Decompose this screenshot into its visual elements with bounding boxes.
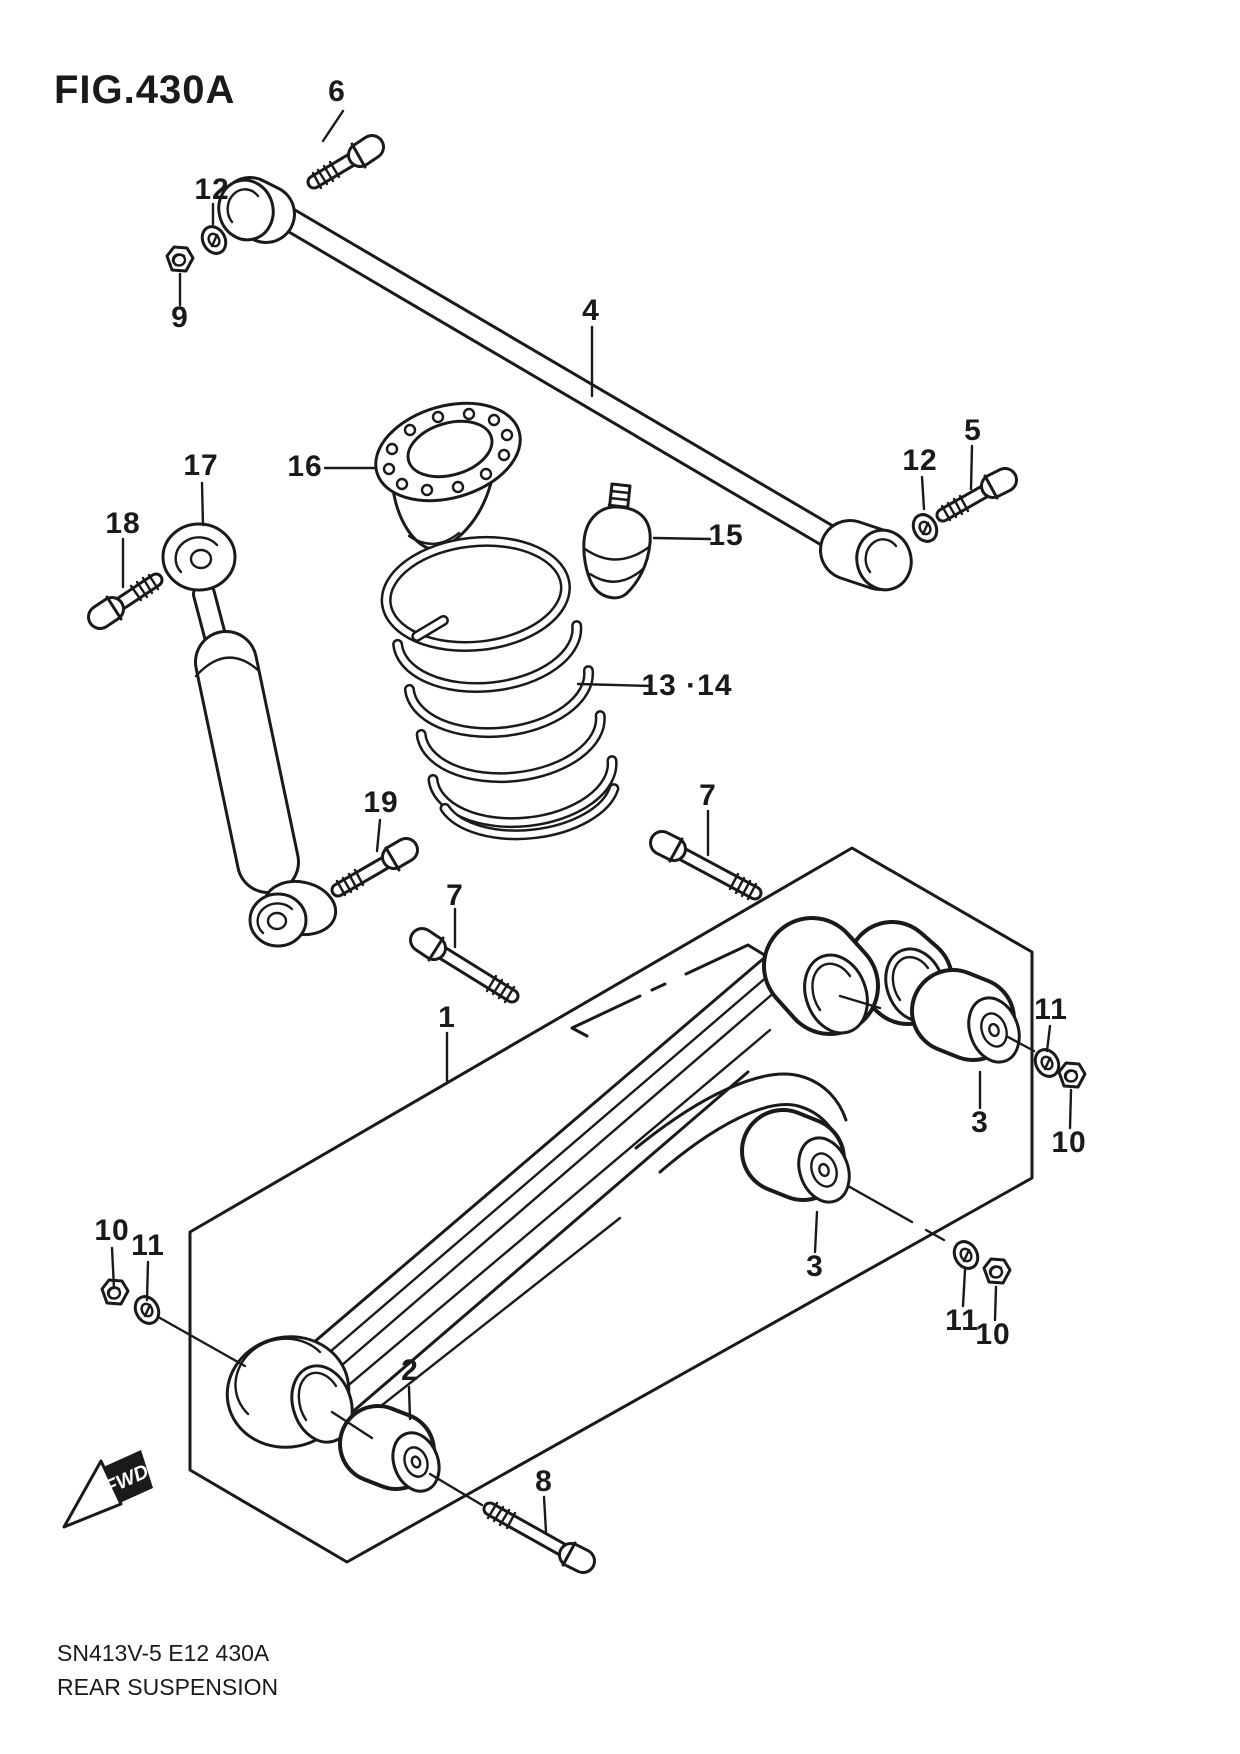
callout-16: 16 [287,450,323,483]
callout-9: 9 [171,301,189,334]
callout-10-left: 10 [94,1214,130,1247]
drawing-title: REAR SUSPENSION [57,1674,279,1700]
bolt-19 [330,837,419,898]
nut-10-left [100,1278,130,1306]
figure-title: FIG.430A [54,68,236,112]
callout-8: 8 [535,1465,553,1498]
callout-10-lower: 10 [975,1318,1011,1351]
callout-12-left: 12 [194,173,230,206]
callout-15: 15 [708,519,744,552]
callout-7-lower: 7 [446,879,464,912]
nut-10-upper [1057,1061,1087,1089]
bolt-7-lower [409,927,520,1004]
bushing-3-middle [740,1108,851,1204]
callout-6: 6 [328,75,346,108]
callout-11-left: 11 [131,1229,165,1262]
bushing-3-upper [910,968,1021,1064]
callout-3-upper: 3 [971,1106,989,1139]
callout-7-upper: 7 [699,779,717,812]
callout-5: 5 [964,414,982,447]
callout-4: 4 [582,294,600,327]
callout-10-upper: 10 [1051,1126,1087,1159]
drawing-code: SN413V-5 E12 430A [57,1640,270,1666]
washer-11-upper [1033,1048,1061,1078]
callout-1: 1 [438,1001,456,1034]
trailing-arm [225,916,954,1449]
callout-12-right: 12 [902,444,938,477]
bolt-5 [935,467,1018,523]
callout-11-upper: 11 [1034,993,1068,1026]
bolt-18 [87,572,164,630]
callout-13-14: 13 ·14 [641,669,733,702]
nut-10-lower-right [982,1257,1012,1285]
washer-11-left [133,1295,161,1325]
callout-18: 18 [105,507,141,540]
bump-stopper [582,482,652,600]
callout-3-middle: 3 [806,1250,824,1283]
bolt-6 [306,134,385,190]
spring-seat [374,401,522,552]
callout-2: 2 [401,1354,419,1387]
callout-19: 19 [363,786,399,819]
fwd-arrow: FWD [62,1450,153,1529]
callout-17: 17 [183,449,219,482]
assembly-pointer-lines [158,994,1036,1507]
bolt-7-upper [649,830,763,901]
shock-absorber [161,522,338,948]
washer-11-lower-right [952,1240,980,1270]
washer-12-right [911,513,939,543]
washer-12-left [200,225,228,255]
drawing-footer: SN413V-5 E12 430A REAR SUSPENSION [57,1636,278,1704]
callout-leader-lines [110,109,1073,1534]
coil-spring [380,535,620,841]
callout-11-lower: 11 [945,1304,979,1337]
nut-9 [165,245,195,273]
bushing-2 [338,1404,441,1493]
lateral-rod [217,176,913,592]
bolt-8 [482,1501,596,1574]
